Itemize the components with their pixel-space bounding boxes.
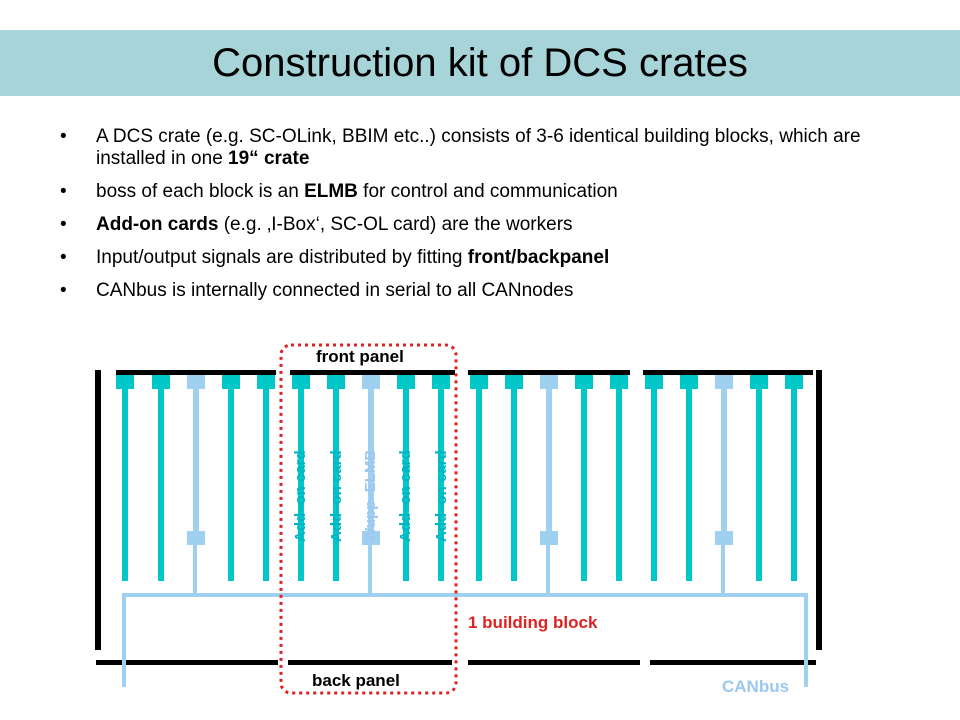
card-label: Add–on card	[433, 450, 450, 542]
add-on-card-slot	[470, 375, 488, 581]
add-on-card-slot	[505, 375, 523, 581]
add-on-card-slot	[750, 375, 768, 581]
elmb-slot	[187, 375, 205, 595]
crate-right-wall	[816, 370, 822, 650]
back-rail	[288, 660, 452, 665]
front-panel-label: front panel	[316, 347, 404, 366]
front-rail	[468, 370, 630, 375]
elmb-label: Wupp–ELMB	[362, 450, 379, 542]
bullet-text: (e.g. ‚I-Box‘, SC-OL card) are the worke…	[218, 214, 573, 235]
add-on-card-slot	[610, 375, 628, 581]
canbus-lines	[122, 593, 808, 687]
add-on-card-slot	[116, 375, 134, 581]
bullet-text: for control and communication	[357, 181, 618, 202]
slide-title: Construction kit of DCS crates	[212, 41, 748, 85]
bullet-item: A DCS crate (e.g. SC-OLink, BBIM etc..) …	[60, 126, 930, 170]
add-on-card-slot	[432, 375, 450, 581]
bullet-text: front/backpanel	[467, 247, 610, 268]
card-label: Add–on card	[397, 450, 414, 542]
back-rail	[96, 660, 278, 665]
add-on-card-slot	[152, 375, 170, 581]
front-rail	[116, 370, 276, 375]
elmb-slot	[540, 375, 558, 595]
add-on-card-slot	[327, 375, 345, 581]
add-on-card-slot	[575, 375, 593, 581]
building-block-label: 1 building block	[468, 613, 598, 632]
bullet-text: CANbus is internally connected in serial…	[96, 280, 574, 301]
card-label: Add–on card	[328, 450, 345, 542]
bullet-item: Add-on cards (e.g. ‚I-Box‘, SC-OL card) …	[60, 214, 930, 236]
bullet-text: Input/output signals are distributed by …	[96, 247, 468, 268]
front-rail	[290, 370, 455, 375]
front-rail	[643, 370, 813, 375]
add-on-card-slot	[257, 375, 275, 581]
elmb-slot	[715, 375, 733, 595]
bullet-text: 19“ crate	[228, 148, 310, 169]
back-rail	[468, 660, 640, 665]
bullet-item: CANbus is internally connected in serial…	[60, 280, 930, 302]
bullet-text: ELMB	[304, 181, 358, 202]
bullet-text: A DCS crate (e.g. SC-OLink, BBIM etc..) …	[96, 126, 861, 169]
bullet-list: A DCS crate (e.g. SC-OLink, BBIM etc..) …	[60, 126, 930, 313]
add-on-card-slot	[292, 375, 310, 581]
title-bar	[0, 30, 960, 96]
canbus-label: CANbus	[722, 677, 789, 696]
back-panel-label: back panel	[312, 671, 400, 690]
elmb-slot	[362, 375, 380, 595]
add-on-card-slot	[680, 375, 698, 581]
card-label: Add–on card	[292, 450, 309, 542]
bullet-item: boss of each block is an ELMB for contro…	[60, 181, 930, 203]
add-on-card-slot	[785, 375, 803, 581]
add-on-card-slot	[222, 375, 240, 581]
bullet-text: boss of each block is an	[96, 181, 305, 202]
crate-left-wall	[95, 370, 101, 650]
add-on-card-slot	[397, 375, 415, 581]
building-block-highlight	[279, 343, 458, 695]
bullet-text: Add-on cards	[96, 214, 219, 235]
add-on-card-slot	[645, 375, 663, 581]
back-rail	[650, 660, 816, 665]
card-slots	[116, 375, 803, 595]
bullet-item: Input/output signals are distributed by …	[60, 247, 930, 269]
